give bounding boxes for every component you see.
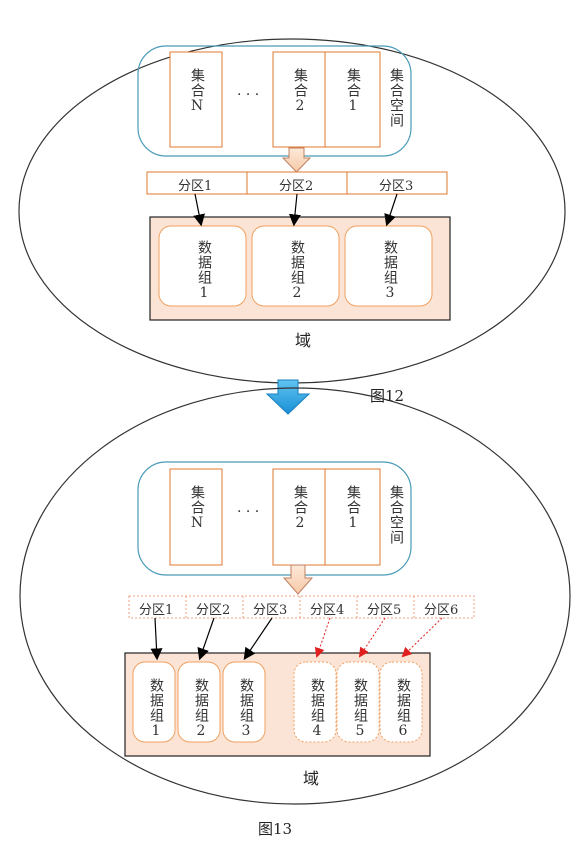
- fig12-group-1-label: 数据组1: [196, 240, 212, 302]
- fig13-down-arrow-icon: [282, 564, 314, 595]
- fig13-space-label: 集合空间: [388, 485, 404, 545]
- fig13-ellipsis: · · ·: [237, 504, 260, 520]
- fig12-collection-2-label: 集合2: [292, 68, 308, 115]
- fig13-link-2: [197, 617, 215, 661]
- fig12-ellipsis: · · ·: [237, 87, 260, 103]
- fig13-collection-1-label: 集合1: [345, 485, 361, 532]
- fig12-collection-n: [169, 51, 223, 148]
- fig12-collection-space: [137, 45, 412, 157]
- fig13-group-4-label: 数据组4: [309, 678, 325, 740]
- fig12-collection-2: [272, 51, 326, 148]
- fig13-group-4: [293, 661, 337, 743]
- fig12-down-arrow-icon: [281, 147, 312, 173]
- transition-arrow-icon: [265, 379, 311, 415]
- fig12-partition-1: 分区1: [178, 179, 213, 194]
- fig13-link-6: [401, 617, 443, 658]
- fig13-partition-2: 分区2: [196, 603, 231, 618]
- fig13-collection-n: [169, 468, 223, 566]
- fig13-link-3: [243, 617, 273, 660]
- fig13-domain: [124, 652, 431, 757]
- fig13-collection-n-label: 集合N: [189, 485, 205, 532]
- fig12-caption: 图12: [370, 387, 405, 405]
- fig13-collection-1: [324, 468, 381, 566]
- fig12-domain-label: 域: [295, 331, 312, 350]
- fig12-partition-3: 分区3: [379, 179, 414, 194]
- fig13-group-2: [177, 661, 221, 743]
- fig12-space-label: 集合空间: [388, 68, 404, 128]
- fig13-group-6: [379, 661, 423, 743]
- fig12-collection-1: [324, 51, 381, 148]
- fig13-group-2-label: 数据组2: [193, 678, 209, 740]
- fig13-link-5: [358, 617, 386, 658]
- fig13-link-1: [150, 617, 163, 661]
- fig12-collection-n-label: 集合N: [189, 68, 205, 115]
- fig13-group-1-label: 数据组1: [148, 678, 164, 740]
- fig13-partition-4: 分区4: [310, 603, 345, 618]
- fig13-partition-6: 分区6: [424, 603, 459, 618]
- fig12-group-3-label: 数据组3: [382, 240, 398, 302]
- fig12-link-1: [193, 193, 206, 227]
- fig13-collection-2-label: 集合2: [292, 485, 308, 532]
- fig12-link-2: [288, 193, 301, 227]
- fig13-group-1: [132, 661, 176, 743]
- fig13-partition-5: 分区5: [367, 603, 402, 618]
- fig12-group-2-label: 数据组2: [289, 240, 305, 302]
- fig13-partition-bar: [128, 595, 475, 619]
- fig13-group-3-label: 数据组3: [238, 678, 254, 740]
- fig13-link-4: [314, 617, 331, 658]
- fig13-partition-3: 分区3: [253, 603, 288, 618]
- fig12-partition-2: 分区2: [279, 179, 314, 194]
- fig13-group-5: [336, 661, 380, 743]
- fig12-link-3: [384, 193, 398, 227]
- fig12-collection-1-label: 集合1: [345, 68, 361, 115]
- fig13-group-5-label: 数据组5: [352, 678, 368, 740]
- fig13-group-6-label: 数据组6: [395, 678, 411, 740]
- fig13-group-3: [222, 661, 266, 743]
- fig13-collection-space: [137, 461, 412, 576]
- fig13-domain-label: 域: [303, 769, 320, 788]
- fig13-partition-1: 分区1: [139, 603, 174, 618]
- fig13-outer-ellipse: [19, 387, 571, 805]
- fig13-caption: 图13: [258, 820, 293, 838]
